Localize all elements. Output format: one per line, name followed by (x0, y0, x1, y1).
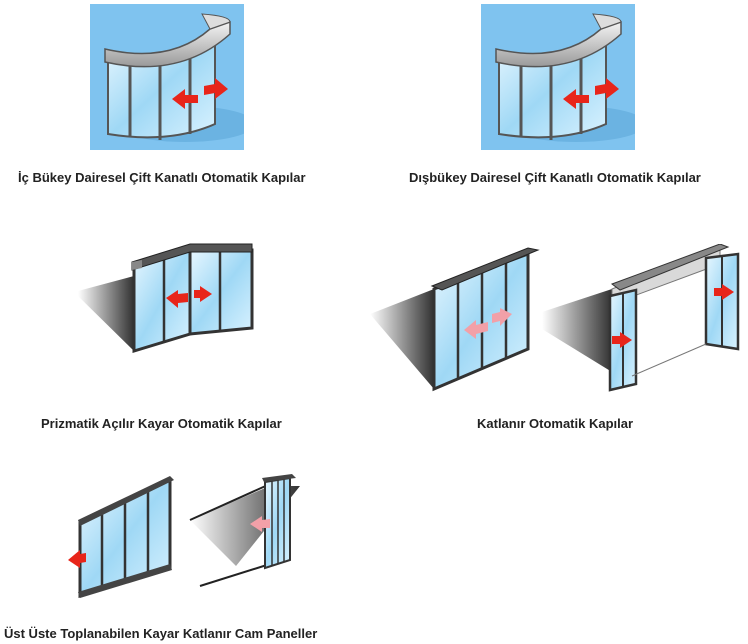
prismatic-door-image[interactable] (70, 236, 270, 361)
product-concave-door[interactable]: İç Bükey Dairesel Çift Kanatlı Otomatik … (0, 0, 340, 200)
product-caption[interactable]: Katlanır Otomatik Kapılar (477, 416, 634, 431)
product-caption[interactable]: İç Bükey Dairesel Çift Kanatlı Otomatik … (18, 170, 306, 185)
arrow-right-icon (595, 78, 619, 99)
arrow-left-icon (563, 89, 589, 109)
product-caption[interactable]: Dışbükey Dairesel Çift Kanatlı Otomatik … (409, 170, 701, 185)
concave-door-image[interactable] (90, 4, 244, 150)
product-caption[interactable]: Üst Üste Toplanabilen Kayar Katlanır Cam… (4, 626, 318, 641)
product-prismatic-door[interactable]: Prizmatik Açılır Kayar Otomatik Kapılar (0, 230, 340, 440)
arrow-left-light-icon (464, 320, 488, 339)
arrow-right-icon (612, 332, 632, 348)
product-caption[interactable]: Prizmatik Açılır Kayar Otomatik Kapılar (41, 416, 282, 431)
product-stacking-panels[interactable]: Üst Üste Toplanabilen Kayar Katlanır Cam… (0, 466, 340, 644)
product-convex-door[interactable]: Dışbükey Dairesel Çift Kanatlı Otomatik … (390, 0, 748, 200)
arrow-right-icon (194, 286, 212, 302)
product-folding-door[interactable]: Katlanır Otomatik Kapılar (360, 230, 748, 440)
arrow-right-light-icon (492, 308, 512, 326)
arrow-left-icon (166, 290, 188, 308)
arrow-left-icon (172, 89, 198, 109)
arrow-left-light-icon (250, 516, 270, 532)
arrow-left-icon (68, 550, 86, 568)
convex-door-image[interactable] (481, 4, 635, 150)
stacking-panels-image[interactable] (40, 468, 340, 598)
arrow-right-icon (204, 78, 228, 99)
folding-door-image[interactable] (366, 244, 746, 404)
arrow-right-icon (714, 284, 734, 300)
